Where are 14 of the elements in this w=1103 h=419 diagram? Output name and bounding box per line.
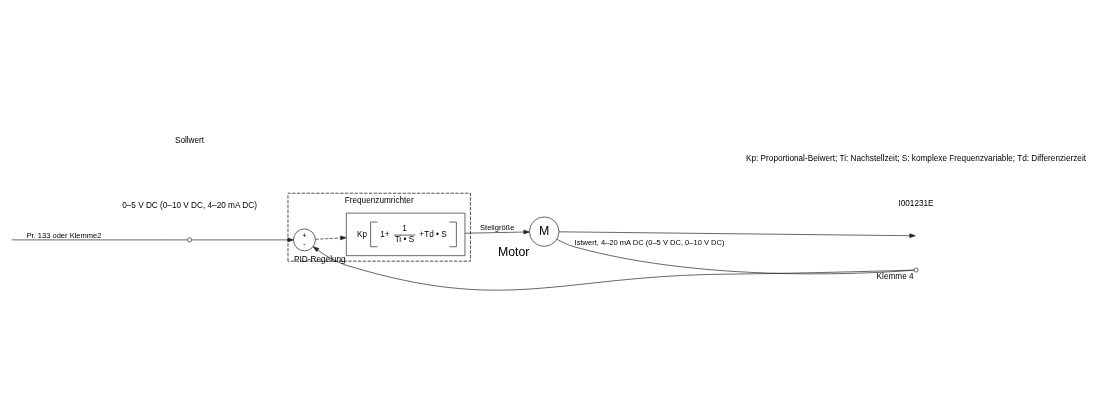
edge-label: Stellgröße [480, 223, 515, 233]
arrow [558, 231, 916, 238]
arrow [312, 246, 915, 291]
edge-label: Istwert, 4–20 mA DC (0–5 V DC, 0–10 V DC) [574, 237, 725, 247]
arrow [464, 229, 530, 235]
node-circle: + - [293, 228, 316, 252]
node-circle [187, 237, 192, 243]
node-label: Motor [497, 245, 530, 260]
connector [11, 239, 188, 241]
arrow [191, 237, 294, 243]
node-circle: M [529, 216, 560, 247]
edge-label: Pr. 133 oder Klemme2 [26, 230, 102, 240]
arrow [315, 235, 347, 241]
node-circle [913, 267, 919, 273]
